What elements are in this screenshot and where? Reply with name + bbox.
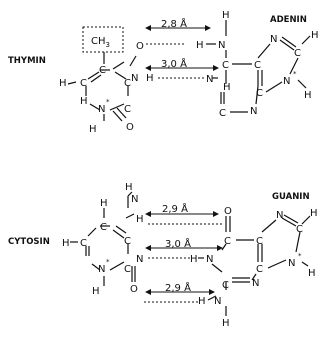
thymine-h1: H xyxy=(89,124,97,135)
adenine-n6: N xyxy=(218,40,225,51)
guanine-ring xyxy=(198,214,311,316)
cg-distance-3: 2,9 Å xyxy=(165,281,191,294)
cytosine-n1: N xyxy=(98,264,105,275)
cytosine-h5: H xyxy=(100,198,108,209)
adenine-h2: H xyxy=(223,82,231,93)
cytosine-c4: C xyxy=(124,236,131,247)
adenine-c5: C xyxy=(254,60,261,71)
cytosine-atoms: H C C H C N H H N N * C O H xyxy=(62,182,144,297)
adenine-c2: C xyxy=(219,108,226,119)
adenine-n9: N xyxy=(283,76,290,87)
guanine-h9: H xyxy=(308,268,316,279)
guanine-n1: N xyxy=(206,254,213,265)
thymine-c4: C xyxy=(124,78,131,89)
cytosine-h1: H xyxy=(92,286,100,297)
methyl-group: CH3 xyxy=(91,36,110,49)
adenine-atoms: H H N C N C H N C C N C H N * H xyxy=(196,10,319,119)
cytosine-guanine-hbonds: 2,9 Å 3,0 Å 2,9 Å xyxy=(144,202,223,303)
guanine-c5: C xyxy=(256,236,263,247)
adenine-c4: C xyxy=(256,88,263,99)
thymine-label: THYMIN xyxy=(8,56,46,66)
thymine-ring xyxy=(67,52,137,122)
cytosine-h4a: H xyxy=(125,182,133,193)
guanine-n9: N xyxy=(288,258,295,269)
thymine-n1: N xyxy=(98,104,105,115)
cg-distance-2: 3,0 Å xyxy=(165,237,191,250)
guanine-n7: N xyxy=(276,210,283,221)
adenine-n9-star: * xyxy=(293,70,297,78)
thymine-o4: O xyxy=(136,41,144,52)
thymine-c6: C xyxy=(80,78,87,89)
ta-distance-2: 3,0 Å xyxy=(161,57,187,70)
cytosine-o2: O xyxy=(130,284,138,295)
guanine-c2: C xyxy=(222,280,229,291)
guanine-c8: C xyxy=(296,224,303,235)
thymine-o2: O xyxy=(126,122,134,133)
guanine-h2a: H xyxy=(198,296,206,307)
adenine-n1: N xyxy=(206,74,213,85)
guanine-c4: C xyxy=(256,264,263,275)
adenine-ring xyxy=(206,20,311,113)
thymine-adenine-pair: THYMIN ADENIN CH3 C C C O xyxy=(8,10,319,135)
guanine-label: GUANIN xyxy=(272,192,310,202)
cytosine-h6: H xyxy=(62,238,70,249)
adenine-n3: N xyxy=(250,106,257,117)
adenine-h6b: H xyxy=(196,40,204,51)
thymine-h3: H xyxy=(146,73,154,84)
adenine-h8: H xyxy=(311,30,319,41)
cytosine-c5: C xyxy=(100,222,107,233)
adenine-n7: N xyxy=(270,34,277,45)
adenine-h6a: H xyxy=(222,10,230,21)
guanine-h8: H xyxy=(310,208,318,219)
cytosine-n3: N xyxy=(136,254,143,265)
cytosine-c2: C xyxy=(124,264,131,275)
thymine-c2: C xyxy=(124,104,131,115)
thymine-n1-star: * xyxy=(106,98,110,106)
cg-distance-1: 2,9 Å xyxy=(162,202,188,215)
cytosine-h4b: H xyxy=(136,214,144,225)
cytosine-c6: C xyxy=(80,238,87,249)
thymine-atoms: C C C O N H N * C O H H H xyxy=(59,41,154,135)
guanine-atoms: O C H N C N H H N C C N C H N * H xyxy=(190,206,318,329)
adenine-c6: C xyxy=(222,60,229,71)
thymine-adenine-hbonds: 2,8 Å 3,0 Å xyxy=(145,17,219,79)
cytosine-label: CYTOSIN xyxy=(8,237,50,247)
ta-distance-1: 2,8 Å xyxy=(161,17,187,30)
cytosine-guanine-pair: CYTOSIN GUANIN H C C H C xyxy=(8,182,318,329)
guanine-h2b: H xyxy=(222,318,230,329)
cytosine-ring xyxy=(70,191,136,286)
adenine-c8: C xyxy=(294,48,301,59)
methyl-highlight-box xyxy=(82,26,124,53)
thymine-h6: H xyxy=(80,96,88,107)
guanine-o6: O xyxy=(224,206,232,217)
thymine-c5: C xyxy=(99,65,106,76)
adenine-label: ADENIN xyxy=(270,15,307,25)
cytosine-n1-star: * xyxy=(106,258,110,266)
guanine-c6: C xyxy=(224,236,231,247)
adenine-h9: H xyxy=(304,90,312,101)
cytosine-n4: N xyxy=(131,194,138,205)
thymine-n3: N xyxy=(131,73,138,84)
guanine-n2: N xyxy=(214,296,221,307)
guanine-n3: N xyxy=(252,278,259,289)
guanine-n9-star: * xyxy=(298,252,302,260)
thymine-h-left: H xyxy=(59,78,67,89)
guanine-h1: H xyxy=(190,254,198,265)
